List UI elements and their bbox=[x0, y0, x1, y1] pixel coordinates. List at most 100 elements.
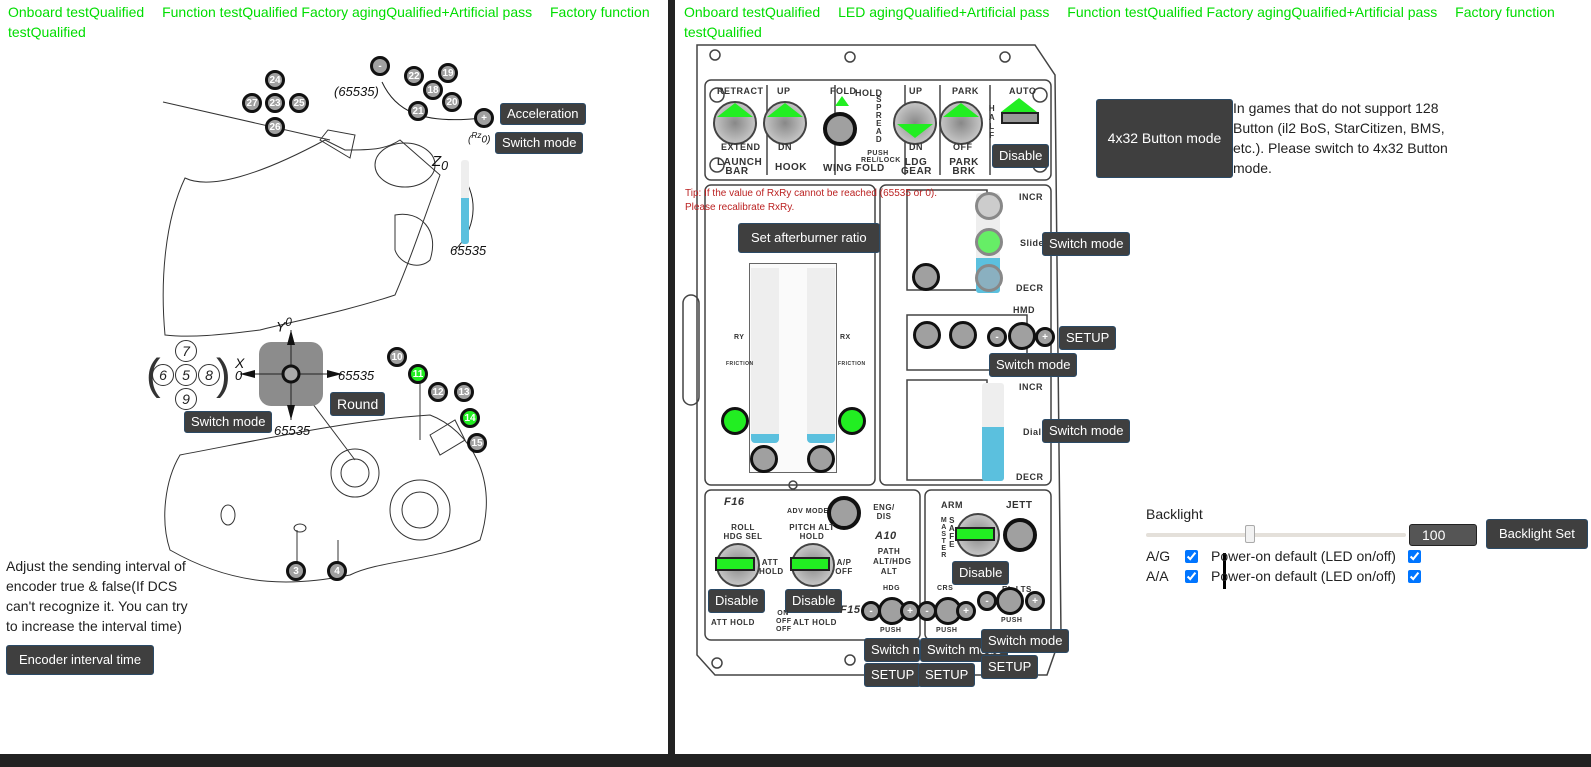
f16-label: F16 bbox=[724, 496, 745, 508]
slide-green-button bbox=[975, 228, 1003, 256]
4x32-description: In games that do not support 128 Button … bbox=[1233, 100, 1448, 176]
rx-bar bbox=[807, 268, 835, 443]
y-axis-max: 65535 bbox=[274, 423, 311, 438]
button-19: 19 bbox=[438, 63, 458, 83]
att-hold-bottom-label: ATT HOLD bbox=[711, 618, 755, 627]
y-axis-label: Y0 bbox=[276, 316, 292, 335]
aa-checkbox[interactable] bbox=[1185, 570, 1198, 583]
lts-setup-button[interactable]: SETUP bbox=[981, 655, 1039, 679]
encoder-interval-button[interactable]: Encoder interval time bbox=[6, 645, 155, 675]
hmd-left-button-2 bbox=[949, 321, 977, 349]
pov-button-8: 8 bbox=[198, 364, 220, 386]
ag-label: A/G bbox=[1146, 548, 1171, 564]
label-fold: FOLD bbox=[830, 86, 857, 96]
label-extend: EXTEND bbox=[721, 142, 761, 152]
rz-max-label: (65535) bbox=[334, 84, 379, 99]
dial-label: Dial bbox=[1023, 427, 1042, 437]
path-label: PATH ALT/HDG ALT bbox=[873, 547, 912, 576]
roll-disable-button[interactable]: Disable bbox=[708, 589, 766, 613]
backlight-set-button[interactable]: Backlight Set bbox=[1486, 519, 1588, 549]
button-21: 21 bbox=[408, 101, 428, 121]
park-brk-led bbox=[943, 103, 979, 117]
label-wing-fold: WING FOLD bbox=[823, 163, 885, 174]
rx-friction-label: FRICTION bbox=[838, 361, 866, 367]
pov-button-9: 9 bbox=[175, 388, 197, 410]
hdg-switch-mode-button[interactable]: Switch m bbox=[864, 638, 920, 662]
button-24: 24 bbox=[265, 70, 285, 90]
aa-power-on-label: Power-on default (LED on/off) bbox=[1211, 568, 1396, 584]
adv-mode-button bbox=[827, 496, 861, 530]
dial-incr-label: INCR bbox=[1019, 382, 1043, 392]
z-axis-bar bbox=[461, 160, 469, 244]
slide-switch-mode-button[interactable]: Switch mode bbox=[1042, 232, 1131, 256]
pitch-led bbox=[790, 557, 830, 571]
lts-plus-button: + bbox=[1025, 591, 1045, 611]
launch-bar-led bbox=[717, 103, 753, 117]
roll-label: ROLL HDG SEL bbox=[723, 523, 763, 541]
ry-friction-label: FRICTION bbox=[726, 361, 754, 367]
button-3: 3 bbox=[286, 561, 306, 581]
hdg-setup-button[interactable]: SETUP bbox=[864, 663, 922, 687]
backlight-value-field[interactable]: 100 bbox=[1409, 524, 1477, 546]
status-function: Function testQualified Factory agingQual… bbox=[162, 4, 533, 20]
hmd-switch-mode-button[interactable]: Switch mode bbox=[989, 353, 1078, 377]
a10-label: A10 bbox=[875, 530, 897, 542]
ldg-gear-led bbox=[897, 124, 933, 138]
encoder-description: Adjust the sending interval of encoder t… bbox=[6, 558, 188, 634]
hmd-setup-button[interactable]: SETUP bbox=[1059, 326, 1117, 350]
lts-switch-mode-button[interactable]: Switch mode bbox=[981, 629, 1070, 653]
z-axis-fill bbox=[461, 197, 469, 244]
button-4: 4 bbox=[327, 561, 347, 581]
round-button[interactable]: Round bbox=[330, 392, 386, 416]
crs-setup-button[interactable]: SETUP bbox=[918, 663, 976, 687]
dial-decr-label: DECR bbox=[1016, 472, 1044, 482]
z-axis-max: 65535 bbox=[450, 243, 487, 258]
y-name: Y bbox=[276, 318, 286, 335]
rz-minus-indicator: - bbox=[370, 56, 390, 76]
ag-checkbox[interactable] bbox=[1185, 550, 1198, 563]
master-arm-disable-button[interactable]: Disable bbox=[952, 561, 1010, 585]
ldg-gear-toggle bbox=[893, 101, 937, 145]
backlight-slider[interactable] bbox=[1146, 533, 1406, 537]
pitch-disable-button[interactable]: Disable bbox=[785, 589, 843, 613]
crs-label: CRS bbox=[937, 585, 954, 592]
label-hold: HOLD bbox=[855, 88, 883, 98]
4x32-button-mode-button[interactable]: 4x32 Button mode bbox=[1096, 99, 1233, 178]
status-onboard: Onboard testQualified bbox=[8, 4, 145, 20]
slide-bottom-button bbox=[975, 264, 1003, 292]
rz-axis-label: (Rz0) bbox=[468, 130, 491, 146]
backlight-slider-thumb[interactable] bbox=[1245, 525, 1255, 543]
dial-bar bbox=[982, 383, 1004, 481]
button-23: 23 bbox=[265, 93, 285, 113]
acceleration-button[interactable]: Acceleration bbox=[500, 103, 586, 125]
hmd-left-button-1 bbox=[913, 321, 941, 349]
auto-led bbox=[1001, 98, 1037, 112]
lts-push-label: PUSH bbox=[1001, 617, 1023, 624]
ag-power-on-checkbox[interactable] bbox=[1408, 550, 1421, 563]
hdg-label: HDG bbox=[883, 585, 901, 592]
ry-fill bbox=[751, 434, 779, 443]
jett-label: JETT bbox=[1006, 500, 1033, 511]
set-afterburner-ratio-button[interactable]: Set afterburner ratio bbox=[738, 223, 880, 253]
dial-switch-mode-button[interactable]: Switch mode bbox=[1042, 419, 1131, 443]
aa-power-on-checkbox[interactable] bbox=[1408, 570, 1421, 583]
status-function: Function testQualified Factory agingQual… bbox=[1067, 4, 1438, 20]
pov-bracket-right: ) bbox=[216, 350, 231, 399]
pov-button-6: 6 bbox=[152, 364, 174, 386]
auto-half-disable-button[interactable]: Disable bbox=[992, 144, 1050, 168]
slide-incr-label: INCR bbox=[1019, 192, 1043, 202]
hmd-plus-button: + bbox=[1035, 327, 1055, 347]
button-15: 15 bbox=[467, 433, 487, 453]
label-spread: SPREAD bbox=[875, 95, 883, 144]
rx-green-indicator bbox=[838, 407, 866, 435]
status-onboard: Onboard testQualified bbox=[684, 4, 821, 20]
z-name: Z bbox=[432, 153, 442, 170]
master-arm-led bbox=[955, 527, 995, 541]
rz-switch-mode-button[interactable]: Switch mode bbox=[495, 132, 584, 154]
slide-decr-label: DECR bbox=[1016, 283, 1044, 293]
pov-switch-mode-button[interactable]: Switch mode bbox=[184, 411, 273, 433]
throttle-pane: Onboard testQualified LED agingQualified… bbox=[675, 0, 1591, 754]
label-park-brk: PARK BRK bbox=[949, 157, 979, 177]
label-park: PARK bbox=[952, 86, 979, 96]
pitch-label: PITCH ALT HOLD bbox=[789, 523, 835, 541]
